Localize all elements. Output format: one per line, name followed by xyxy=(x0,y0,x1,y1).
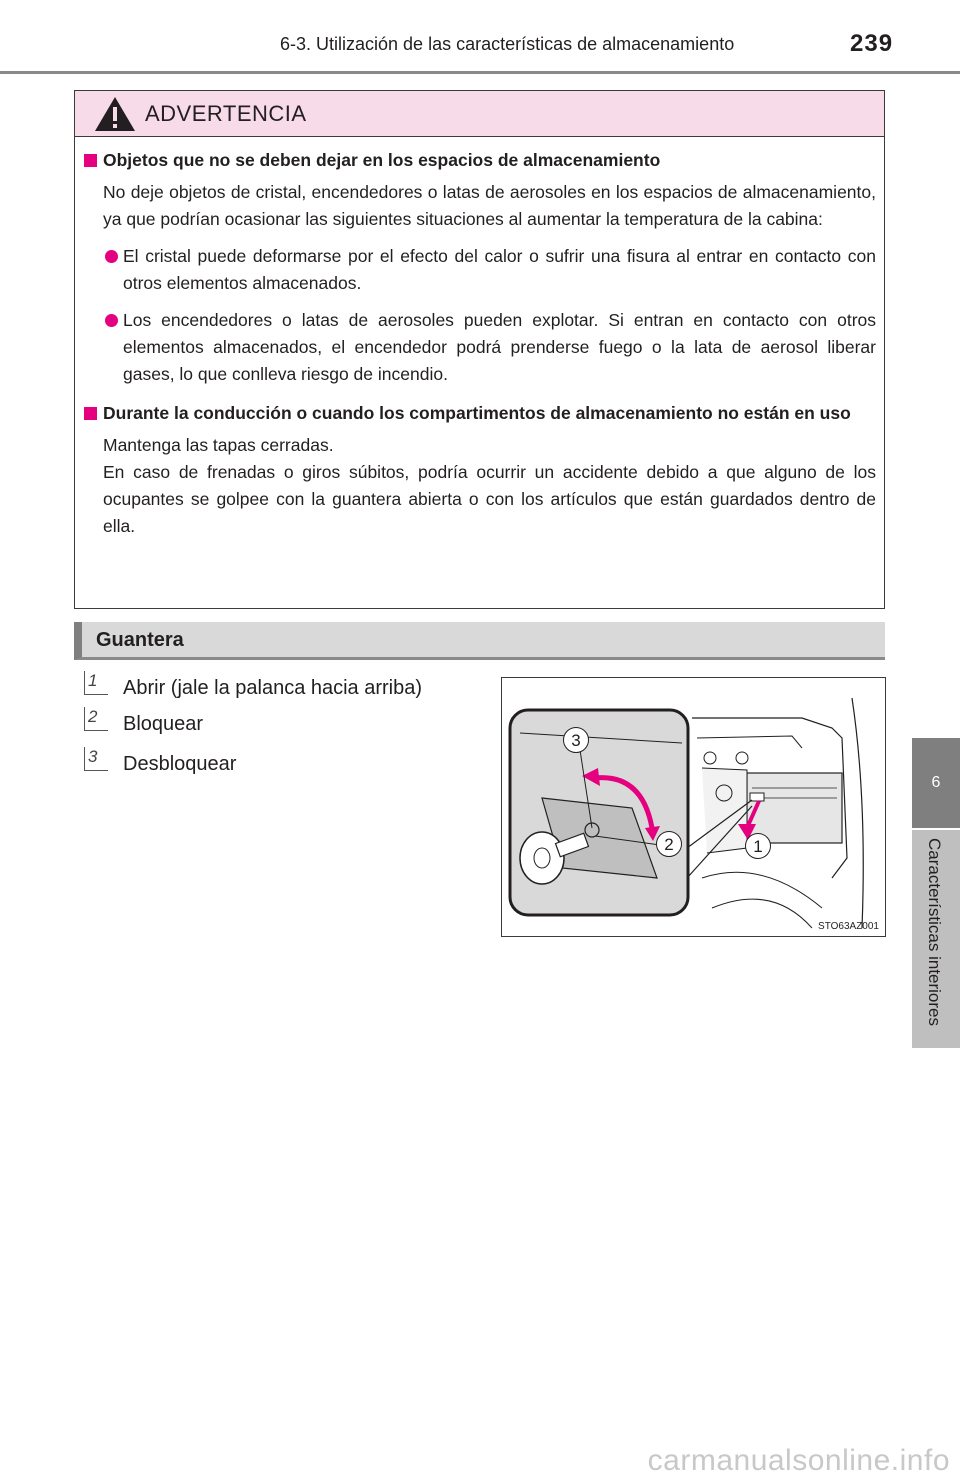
circle-bullet-icon xyxy=(105,250,118,263)
glovebox-drawing xyxy=(508,697,864,929)
figure-code: STO63AZ001 xyxy=(818,921,879,932)
running-header: 6-3. Utilización de las características … xyxy=(280,34,735,54)
warning-bullet: El cristal puede deformarse por el efect… xyxy=(83,243,876,297)
step-number: 2 xyxy=(84,707,108,731)
warning-bullet: Los encendedores o latas de aerosoles pu… xyxy=(83,307,876,388)
warning-title: ADVERTENCIA xyxy=(145,100,307,126)
callout-3: 3 xyxy=(563,727,589,753)
watermark: carmanualsonline.info xyxy=(647,1444,950,1477)
step-number: 1 xyxy=(84,671,108,695)
warning-paragraph: Mantenga las tapas cerradas. xyxy=(103,435,334,455)
step-label: Abrir (jale la palanca hacia arriba) xyxy=(123,677,423,699)
page-number: 239 xyxy=(850,30,894,57)
step-number: 3 xyxy=(84,747,108,771)
warning-box: ADVERTENCIA Objetos que no se deben deja… xyxy=(74,90,885,609)
warning-paragraph: No deje objetos de cristal, encendedores… xyxy=(103,182,876,229)
chapter-tab xyxy=(912,830,960,1048)
step-label: Bloquear xyxy=(123,713,204,735)
section-title: Guantera xyxy=(96,629,184,651)
callout-2: 2 xyxy=(656,831,682,857)
warning-body: Objetos que no se deben dejar en los esp… xyxy=(75,137,884,540)
warning-heading-text: Durante la conducción o cuando los compa… xyxy=(103,403,851,423)
step-label: Desbloquear xyxy=(123,753,237,775)
warning-header: ADVERTENCIA xyxy=(75,91,884,137)
square-bullet-icon xyxy=(84,154,97,167)
chapter-tab-title: Características interiores xyxy=(925,838,944,1027)
circle-bullet-icon xyxy=(105,314,118,327)
warning-heading: Durante la conducción o cuando los compa… xyxy=(83,400,876,427)
header-rule xyxy=(0,71,960,74)
warning-bullet-text: El cristal puede deformarse por el efect… xyxy=(123,246,876,293)
warning-heading: Objetos que no se deben dejar en los esp… xyxy=(83,147,876,174)
warning-bullet-text: Los encendedores o latas de aerosoles pu… xyxy=(123,310,876,384)
warning-triangle-icon xyxy=(95,96,135,131)
glovebox-illustration: 3 2 1 STO63AZ001 xyxy=(501,677,886,937)
square-bullet-icon xyxy=(84,407,97,420)
callout-1: 1 xyxy=(745,833,771,859)
section-header: Guantera xyxy=(74,622,885,660)
warning-heading-text: Objetos que no se deben dejar en los esp… xyxy=(103,150,661,170)
chapter-tab-number: 6 xyxy=(912,738,960,828)
warning-paragraph: En caso de frenadas o giros súbitos, pod… xyxy=(103,462,876,536)
